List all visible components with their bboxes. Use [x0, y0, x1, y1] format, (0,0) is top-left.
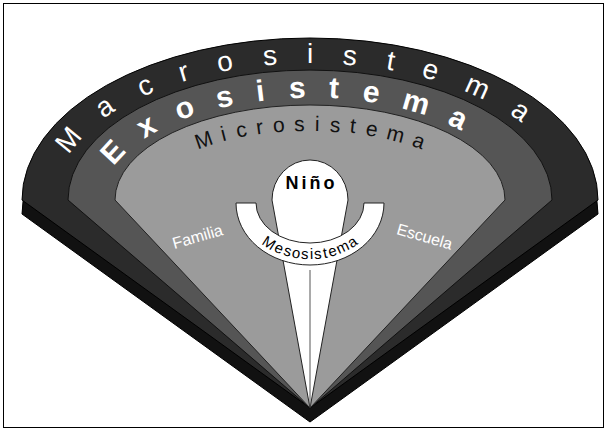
title-letter: i: [307, 38, 313, 70]
title-letter: r: [254, 115, 264, 140]
title-letter: t: [328, 71, 340, 106]
title-letter: M: [191, 126, 215, 155]
title-letter: a: [90, 90, 121, 125]
title-letter: a: [410, 128, 429, 155]
title-letter: s: [288, 71, 306, 106]
title-letter: E: [94, 133, 133, 171]
microsystem-band: MicrosistemaNiñoMesosistema: [115, 105, 505, 408]
title-letter: e: [419, 53, 443, 88]
title-letter: c: [233, 118, 248, 144]
title-letter: s: [329, 112, 341, 137]
mesosystem-arc: Mesosistema: [236, 203, 384, 265]
title-letter: t: [349, 114, 358, 139]
figure-frame: [4, 4, 604, 428]
title-letter: r: [174, 55, 192, 89]
title-letter: o: [291, 244, 302, 262]
title-letter: s: [341, 39, 358, 72]
title-letter: e: [360, 74, 382, 111]
title-letter: t: [384, 44, 397, 77]
exosystem-band: ExosistemaMicrosistemaNiñoMesosistema: [68, 70, 552, 408]
cut-ridge-line: [310, 270, 311, 406]
mesosystem-arc-fill: [236, 203, 384, 265]
child-core-outline: [272, 160, 348, 408]
title-letter: a: [444, 99, 474, 137]
title-letter: e: [364, 116, 380, 142]
title-letter: i: [315, 112, 320, 136]
title-letter: i: [254, 73, 266, 108]
context-label: Familia: [171, 221, 226, 253]
child-core-fill: [272, 160, 348, 408]
context-label: Escuela: [394, 220, 454, 253]
title-letter: c: [132, 68, 158, 103]
band-title: Mesosistema: [261, 233, 361, 263]
child-core: Niño: [272, 160, 348, 408]
exosystem-band-fill: [68, 70, 552, 408]
macrosystem-band: MacrosistemaExosistemaMicrosistemaNiñoMe…: [22, 38, 598, 408]
band-title: Microsistema: [191, 112, 431, 153]
microsystem-band-fill: [115, 105, 505, 408]
title-letter: i: [310, 245, 314, 262]
macrosystem-band-fill: [22, 38, 598, 408]
title-letter: s: [212, 78, 236, 115]
title-letter: s: [301, 245, 310, 263]
title-letter: s: [294, 112, 305, 136]
title-letter: a: [505, 94, 536, 129]
title-letter: m: [384, 120, 407, 148]
title-letter: x: [131, 107, 163, 145]
title-letter: s: [261, 39, 278, 72]
title-letter: o: [170, 89, 199, 128]
title-letter: o: [272, 113, 286, 138]
core-title: Niño: [286, 173, 338, 194]
title-letter: o: [214, 44, 235, 79]
title-letter: i: [218, 122, 229, 147]
title-letter: M: [49, 121, 89, 159]
